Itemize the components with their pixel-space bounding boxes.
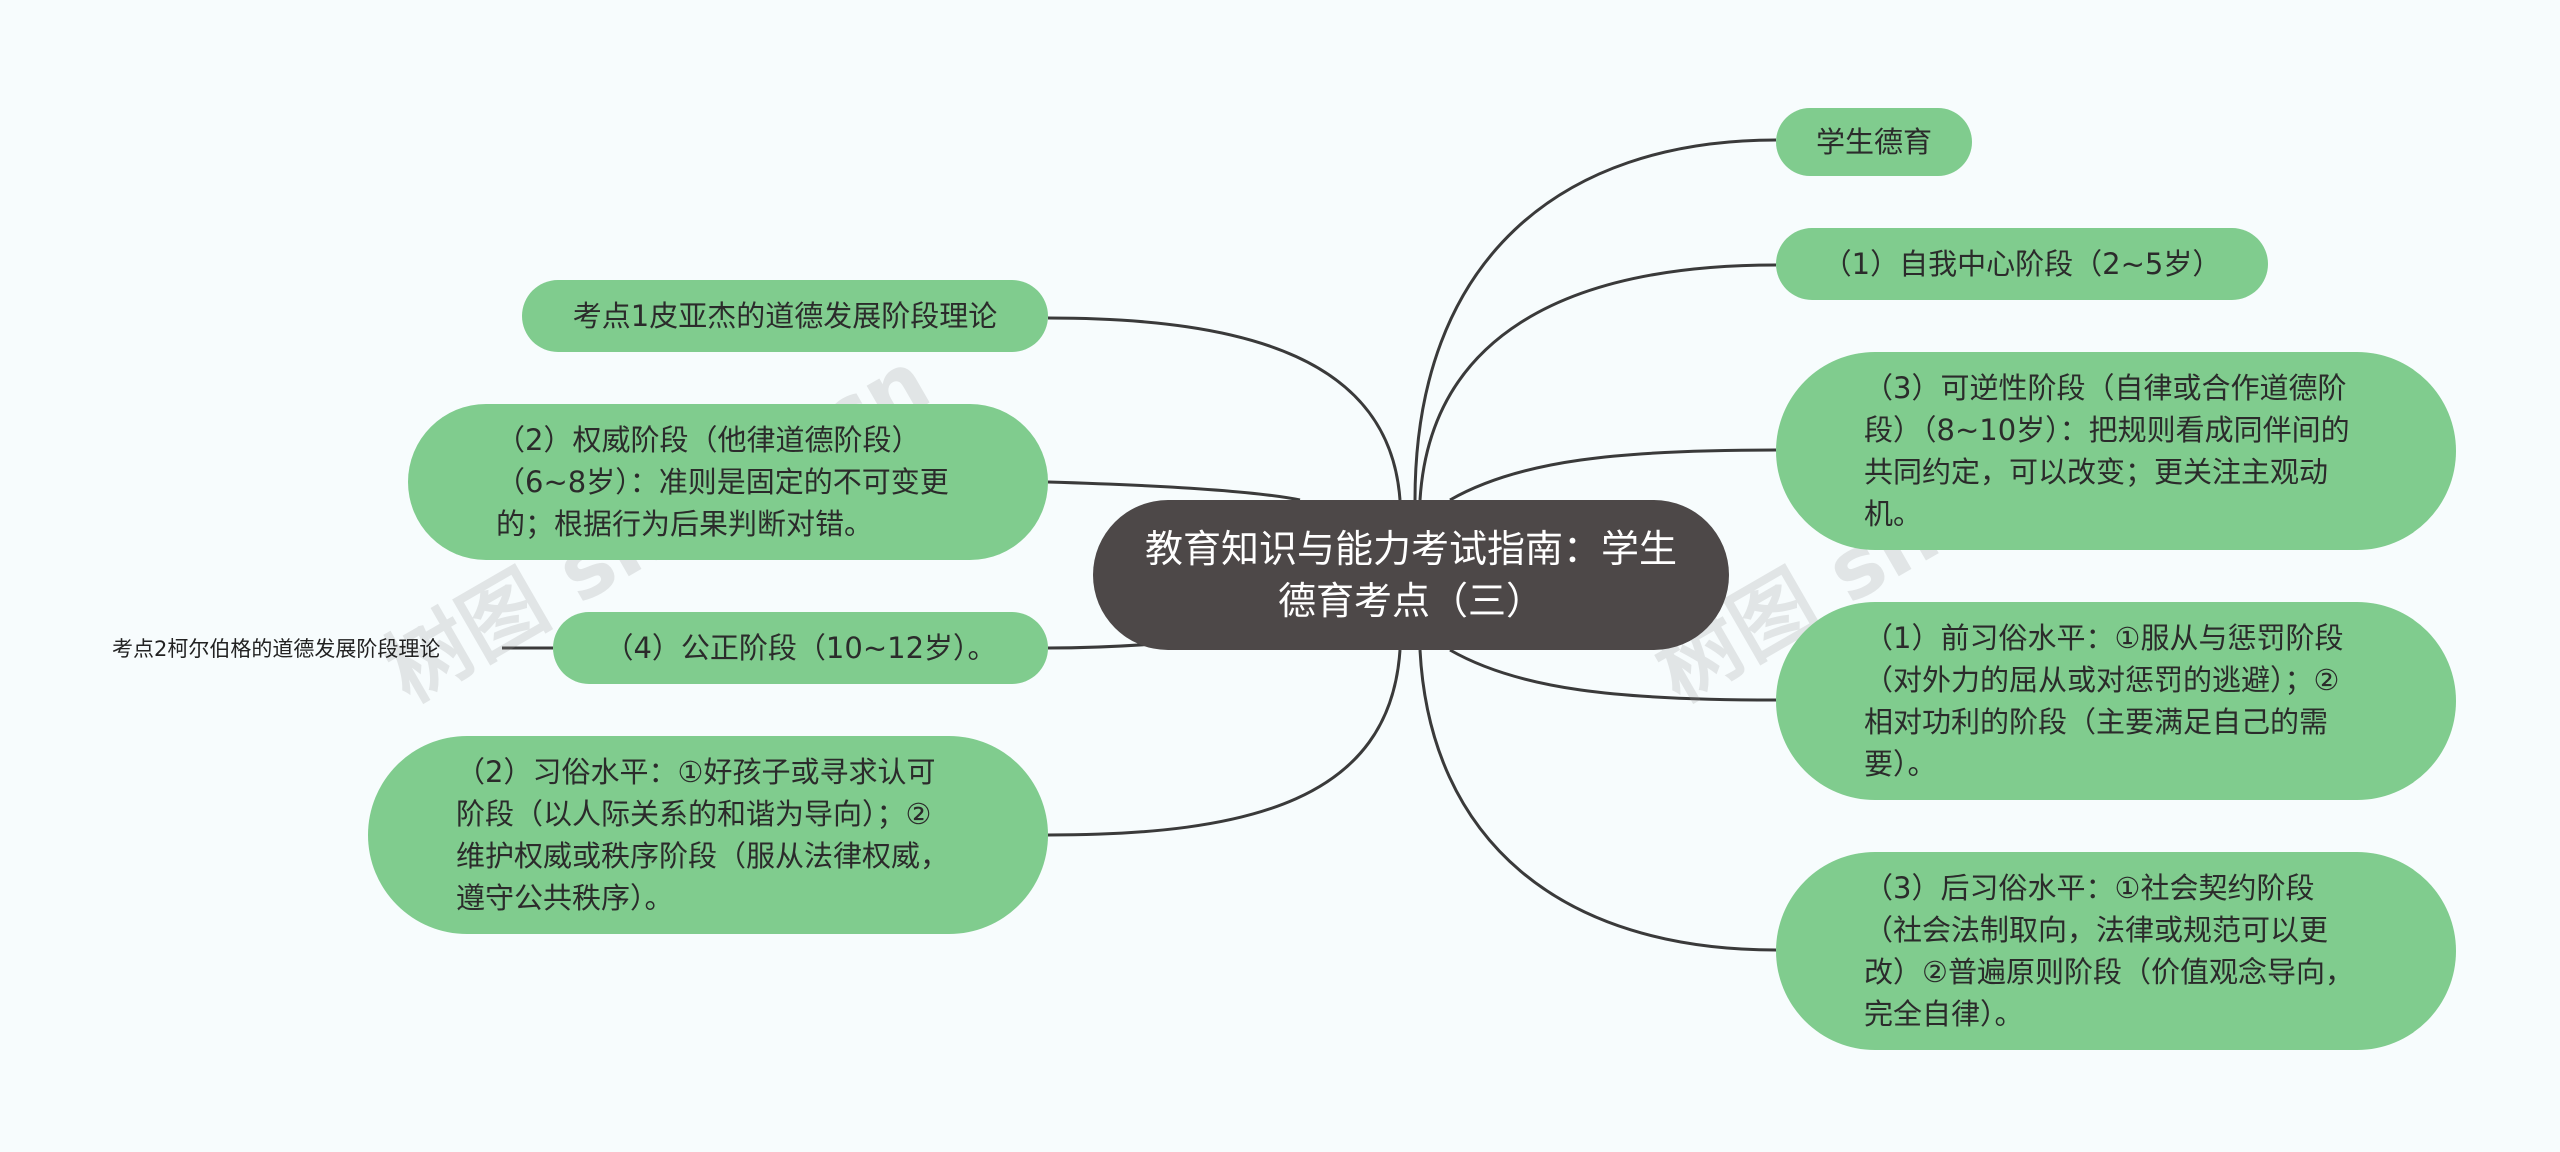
link-right-3	[1449, 448, 1777, 502]
topic-piaget-theory[interactable]: 考点1皮亚杰的道德发展阶段理论	[522, 280, 1048, 352]
topic-label: （3）可逆性阶段（自律或合作道德阶段）（8~10岁）：把规则看成同伴间的共同约定…	[1864, 371, 2350, 531]
central-topic-label: 教育知识与能力考试指南：学生德育考点（三）	[1144, 527, 1677, 623]
topic-label: 考点1皮亚杰的道德发展阶段理论	[572, 299, 998, 333]
topic-label: （3）后习俗水平：①社会契约阶段（社会法制取向，法律或规范可以更改）②普遍原则阶…	[1864, 871, 2354, 1031]
topic-label: （2）权威阶段（他律道德阶段）（6~8岁）：准则是固定的不可变更的；根据行为后果…	[496, 423, 949, 541]
topic-label: （4）公正阶段（10~12岁）。	[604, 631, 997, 665]
topic-preconventional-level[interactable]: （1）前习俗水平：①服从与惩罚阶段（对外力的屈从或对惩罚的逃避）；②相对功利的阶…	[1776, 602, 2456, 800]
topic-egocentric-stage[interactable]: （1）自我中心阶段（2~5岁）	[1776, 228, 2268, 300]
topic-label: （2）习俗水平：①好孩子或寻求认可阶段（以人际关系的和谐为导向）；②维护权威或秩…	[456, 755, 950, 915]
topic-justice-stage[interactable]: （4）公正阶段（10~12岁）。	[553, 612, 1048, 684]
topic-student-moral-education[interactable]: 学生德育	[1776, 108, 1972, 176]
topic-postconventional-level[interactable]: （3）后习俗水平：①社会契约阶段（社会法制取向，法律或规范可以更改）②普遍原则阶…	[1776, 852, 2456, 1050]
link-right-1	[1413, 138, 1777, 501]
topic-label: 学生德育	[1816, 125, 1933, 159]
link-right-5	[1418, 649, 1777, 952]
link-right-2	[1418, 263, 1777, 501]
topic-conventional-level[interactable]: （2）习俗水平：①好孩子或寻求认可阶段（以人际关系的和谐为导向）；②维护权威或秩…	[368, 736, 1048, 934]
link-left-1	[1047, 316, 1402, 501]
topic-label: （1）自我中心阶段（2~5岁）	[1822, 247, 2222, 281]
link-left-4	[1047, 649, 1402, 837]
link-left-2	[1047, 480, 1301, 502]
central-topic[interactable]: 教育知识与能力考试指南：学生德育考点（三）	[1093, 500, 1729, 650]
link-right-4	[1449, 648, 1777, 702]
topic-authority-stage[interactable]: （2）权威阶段（他律道德阶段）（6~8岁）：准则是固定的不可变更的；根据行为后果…	[408, 404, 1048, 560]
topic-kohlberg-theory[interactable]: 考点2柯尔伯格的道德发展阶段理论	[112, 637, 441, 661]
topic-reversible-stage[interactable]: （3）可逆性阶段（自律或合作道德阶段）（8~10岁）：把规则看成同伴间的共同约定…	[1776, 352, 2456, 550]
topic-label: （1）前习俗水平：①服从与惩罚阶段（对外力的屈从或对惩罚的逃避）；②相对功利的阶…	[1864, 621, 2344, 781]
